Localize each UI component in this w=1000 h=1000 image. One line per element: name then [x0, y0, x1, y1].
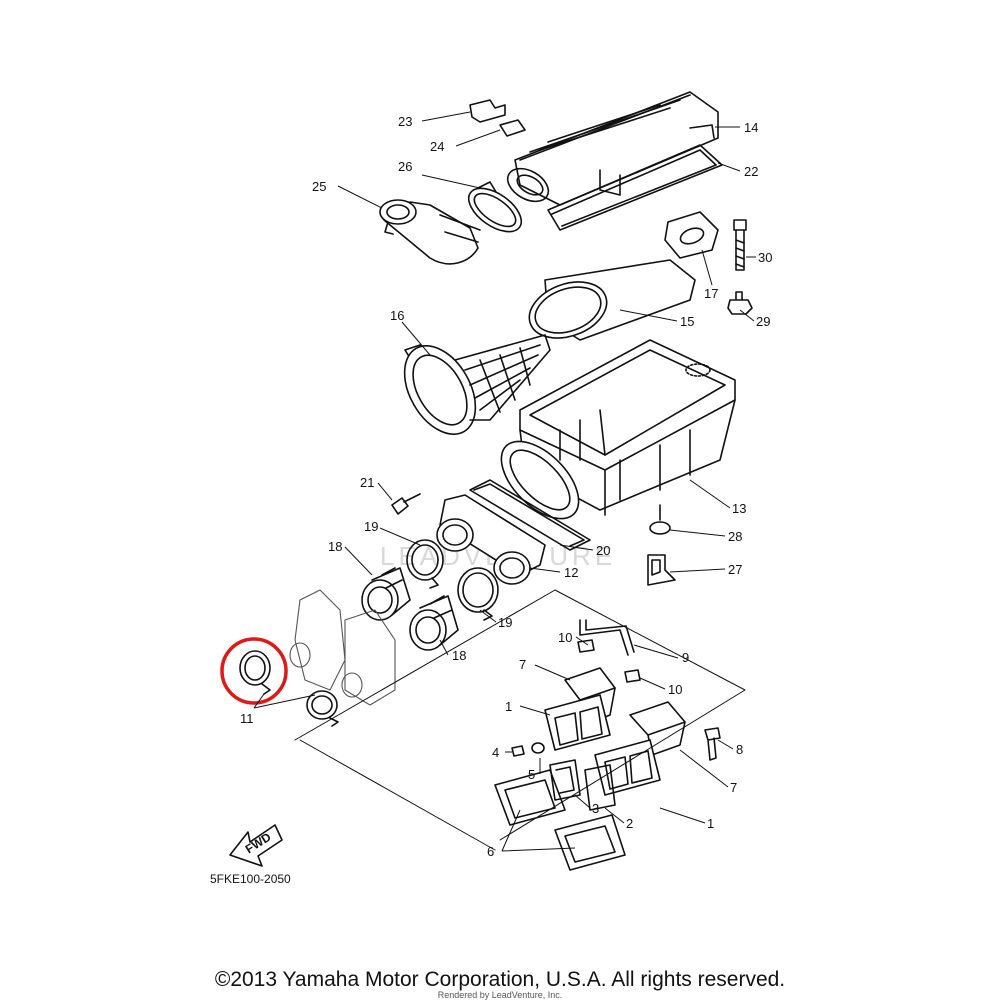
part-24-clip[interactable] — [499, 119, 526, 137]
part-27-drain[interactable] — [647, 554, 676, 586]
label-5: 5 — [528, 767, 535, 782]
label-18-a: 18 — [328, 539, 342, 554]
label-1-a: 1 — [505, 699, 512, 714]
part-10-clip-a[interactable] — [577, 639, 595, 653]
part-17-grommet[interactable] — [664, 211, 719, 259]
part-number-labels: 23 24 14 22 26 25 30 17 15 29 16 13 21 2… — [240, 114, 772, 859]
part-19-clamp-a[interactable] — [406, 539, 444, 589]
part-16-filter-cage[interactable] — [390, 333, 551, 446]
label-11: 11 — [240, 711, 254, 726]
diagram-code: 5FKE100-2050 — [210, 872, 291, 886]
carburetor-phantom — [289, 589, 396, 706]
label-1-b: 1 — [707, 816, 714, 831]
label-7-b: 7 — [730, 780, 737, 795]
label-21: 21 — [360, 475, 374, 490]
label-18-b: 18 — [452, 648, 466, 663]
part-11-clamp-highlighted[interactable] — [239, 650, 271, 695]
part-28-clip[interactable] — [649, 504, 671, 535]
label-22: 22 — [744, 164, 758, 179]
part-30-bolt[interactable] — [733, 219, 747, 271]
part-10-clip-b[interactable] — [624, 669, 641, 683]
label-2: 2 — [626, 816, 633, 831]
part-12-intake-joint[interactable] — [436, 494, 546, 585]
label-19-a: 19 — [364, 519, 378, 534]
label-6: 6 — [487, 844, 494, 859]
label-19-b: 19 — [498, 615, 512, 630]
label-7-a: 7 — [519, 657, 526, 672]
label-30: 30 — [758, 250, 772, 265]
label-23: 23 — [398, 114, 412, 129]
label-10-a: 10 — [558, 630, 572, 645]
part-2-reed[interactable] — [584, 764, 616, 811]
part-20-gasket[interactable] — [469, 479, 591, 551]
label-4: 4 — [492, 745, 499, 760]
label-12: 12 — [564, 565, 578, 580]
part-6-gasket-a[interactable] — [494, 769, 566, 826]
rendered-by-notice: Rendered by LeadVenture, Inc. — [437, 990, 563, 1000]
label-10-b: 10 — [668, 682, 682, 697]
part-9-hose[interactable] — [579, 619, 635, 656]
label-16: 16 — [390, 308, 404, 323]
part-15-air-filter[interactable] — [522, 259, 696, 348]
part-13-airbox-case[interactable] — [488, 339, 736, 532]
copyright-notice: ©2013 Yamaha Motor Corporation, U.S.A. A… — [214, 968, 786, 991]
label-17: 17 — [704, 286, 718, 301]
label-24: 24 — [430, 139, 444, 154]
part-5-washer[interactable] — [531, 742, 545, 754]
label-13: 13 — [732, 501, 746, 516]
part-21-screw[interactable] — [391, 493, 421, 515]
label-15: 15 — [680, 314, 694, 329]
part-11-clamp[interactable] — [306, 690, 339, 727]
label-3: 3 — [592, 801, 599, 816]
label-8: 8 — [736, 742, 743, 757]
fwd-arrow-icon — [229, 824, 283, 867]
label-9: 9 — [682, 650, 689, 665]
label-14: 14 — [744, 120, 758, 135]
label-27: 27 — [728, 562, 742, 577]
label-26: 26 — [398, 159, 412, 174]
reference-outlines — [294, 589, 746, 851]
part-22-seal[interactable] — [547, 144, 723, 231]
part-25-intake-joint[interactable] — [379, 199, 481, 265]
label-25: 25 — [312, 179, 326, 194]
part-18-carb-joint-b[interactable] — [409, 595, 459, 651]
part-26-clamp[interactable] — [461, 180, 529, 241]
label-20: 20 — [596, 543, 610, 558]
label-29: 29 — [756, 314, 770, 329]
leader-lines — [253, 111, 756, 852]
part-11-highlight-circle — [220, 637, 288, 705]
part-14-airbox-cover[interactable] — [502, 91, 719, 208]
label-28: 28 — [728, 529, 742, 544]
part-19-clamp-b[interactable] — [457, 567, 499, 621]
part-23-bracket[interactable] — [469, 99, 506, 123]
part-4-screw[interactable] — [511, 745, 525, 757]
part-29-nut[interactable] — [727, 291, 753, 315]
part-18-carb-joint-a[interactable] — [361, 567, 411, 621]
part-8-bolt[interactable] — [704, 727, 721, 761]
part-6-gasket-b[interactable] — [554, 814, 626, 871]
part-3-stopper[interactable] — [549, 759, 581, 801]
